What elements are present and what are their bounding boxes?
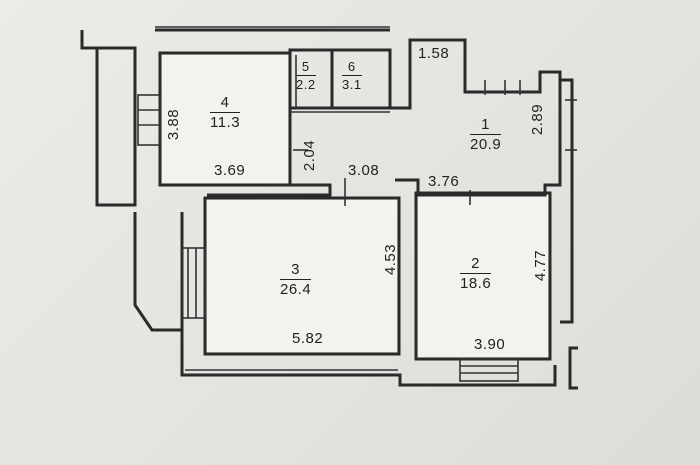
window-room-4 — [137, 94, 161, 146]
dim-room-4-width: 3.69 — [214, 162, 246, 179]
dim-room-1-height: 2.89 — [529, 103, 547, 136]
room-6-area-value: 3.1 — [342, 77, 362, 92]
room-1-walls — [390, 38, 562, 197]
room-6-number: 6 — [342, 60, 362, 76]
dim-room-2-height: 4.77 — [532, 249, 550, 282]
room-1-area-value: 20.9 — [470, 136, 502, 153]
window-room-2 — [459, 358, 519, 382]
room-5-number: 5 — [296, 60, 316, 76]
room-3-area-value: 26.4 — [280, 281, 312, 298]
room-2-number: 2 — [460, 256, 492, 274]
corridor-mid — [182, 183, 332, 197]
bracket-right — [568, 346, 578, 390]
room-5-area-value: 2.2 — [296, 77, 316, 92]
room-4-area-value: 11.3 — [210, 114, 241, 131]
room-1-number: 1 — [470, 117, 502, 135]
dim-room-4-height: 3.88 — [165, 108, 183, 141]
wall-bottom — [180, 212, 557, 387]
room-6-walls — [330, 48, 392, 110]
room-4-number: 4 — [210, 95, 241, 113]
dim-room-1-width: 3.76 — [428, 173, 460, 190]
dim-room-2-width: 3.90 — [474, 336, 506, 353]
room-2-area — [418, 195, 548, 357]
dim-room-3-width: 5.82 — [292, 330, 324, 347]
dim-room-3-height: 4.53 — [382, 243, 400, 276]
balcony-left-lower — [133, 212, 184, 332]
balcony-left-upper — [80, 30, 137, 207]
dim-corridor-height: 2.04 — [301, 139, 319, 172]
room-2-area-value: 18.6 — [460, 275, 492, 292]
wall-right — [560, 78, 574, 324]
room-3-area — [207, 200, 397, 352]
dim-corridor-width: 3.08 — [348, 162, 380, 179]
dim-balcony-top: 1.58 — [418, 45, 450, 62]
window-room-3 — [181, 247, 206, 319]
room-3-number: 3 — [280, 262, 312, 280]
room-4-area — [162, 55, 288, 183]
